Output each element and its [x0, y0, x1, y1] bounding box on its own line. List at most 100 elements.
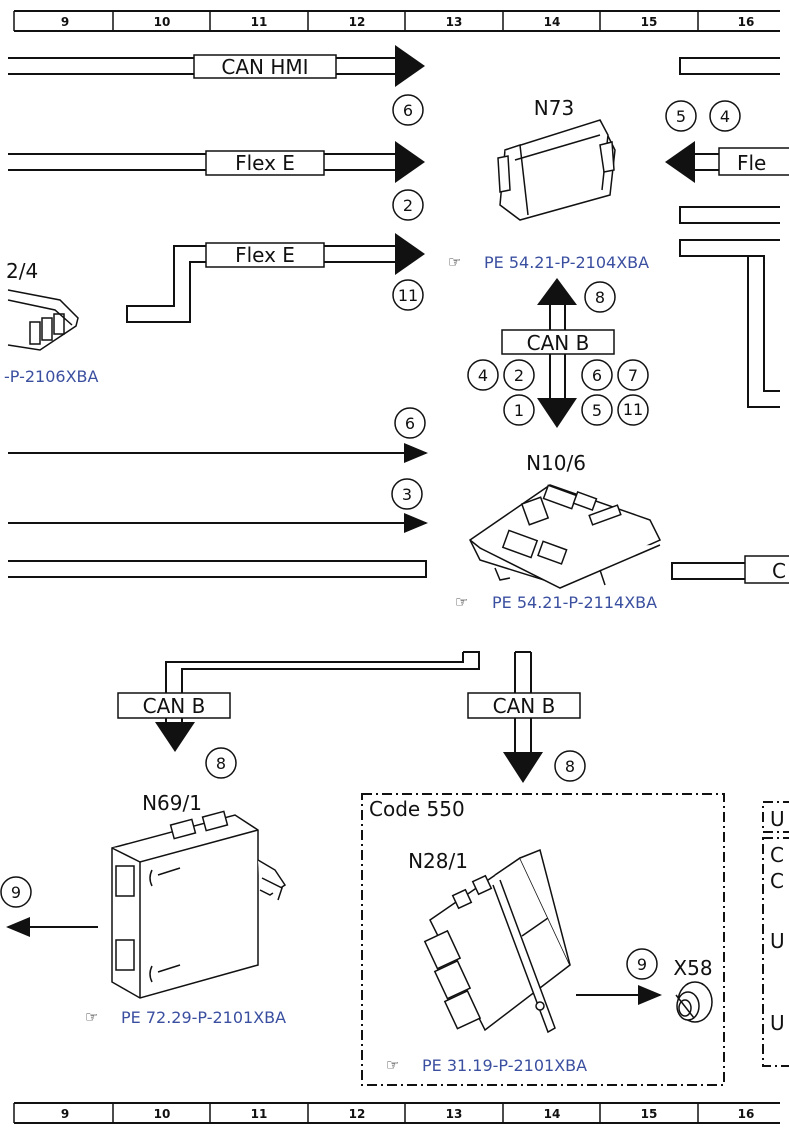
ruler-col-12: 12	[349, 15, 366, 29]
right-partial-box	[762, 837, 789, 1067]
circle-5-right	[581, 394, 613, 426]
bottom-ruler-col-13: 13	[446, 1107, 463, 1121]
circle-2-flex	[392, 189, 424, 221]
can-b-down-arrow	[537, 398, 577, 428]
right-bus-n10-6	[671, 562, 746, 580]
circle-11-flex-text: 11	[398, 286, 418, 305]
circle-1-left	[503, 394, 535, 426]
can-b-mid-label-box	[467, 692, 581, 719]
bottom-ruler-col-15: 15	[641, 1107, 658, 1121]
pointing-hand-icon-n73: ☞	[448, 253, 461, 271]
ruler-col-11: 11	[251, 15, 268, 29]
circle-7-right	[617, 359, 649, 391]
circle-8-can-b-mid	[554, 750, 586, 782]
right-partial-text-4: U	[770, 929, 785, 953]
bottom-ruler-col-12: 12	[349, 1107, 366, 1121]
flex-e-label-1: Flex E	[235, 151, 295, 175]
can-hmi-arrow	[395, 45, 425, 87]
left-bus-to-n10-6	[8, 560, 427, 578]
ruler-col-10: 10	[154, 15, 171, 29]
circle-11-flex	[392, 279, 424, 311]
circle-6-arrow	[394, 407, 426, 439]
can-b-left-label: CAN B	[143, 694, 206, 718]
circle-9-left-text: 9	[11, 883, 21, 902]
circle-3-arrow	[391, 478, 423, 510]
circle-6-can-hmi-text: 6	[403, 101, 413, 120]
n73-label: N73	[534, 96, 574, 120]
flex-right-label-box	[718, 147, 789, 176]
can-b-up-arrow	[537, 278, 577, 305]
code-550-label: Code 550	[369, 797, 465, 821]
circle-4-left-text: 4	[478, 366, 488, 385]
can-b-center-label-box	[501, 329, 615, 355]
can-b-left-bus	[165, 651, 480, 722]
right-partial-text-1: U	[770, 807, 785, 831]
right-partial-text-5: U	[770, 1011, 785, 1035]
circle-4-left	[467, 359, 499, 391]
circle-6-right-text: 6	[592, 366, 602, 385]
right-side-buses	[679, 206, 780, 408]
pointing-hand-icon-n28-1: ☞	[386, 1056, 399, 1074]
flex-e-bus-1	[8, 153, 398, 171]
circle-8-can-b-mid-text: 8	[565, 757, 575, 776]
ruler-col-13: 13	[446, 15, 463, 29]
ruler-col-14: 14	[544, 15, 561, 29]
flex-e-arrow-2	[395, 233, 425, 275]
can-b-center-label: CAN B	[527, 331, 590, 355]
circle-8-up	[584, 281, 616, 313]
right-partial-box-top	[762, 801, 789, 833]
flex-right-bus	[693, 153, 720, 171]
flex-e-label-2: Flex E	[235, 243, 295, 267]
circle-5-right-text: 5	[592, 401, 602, 420]
circle-9-left	[0, 876, 32, 908]
circle-5-top	[665, 100, 697, 132]
n69-1-component-icon	[111, 810, 287, 999]
n69-1-reference: PE 72.29-P-2101XBA	[121, 1008, 286, 1027]
circle-8-up-text: 8	[595, 288, 605, 307]
left-partial-label: 2/4	[6, 259, 38, 283]
can-b-mid-arrow	[503, 752, 543, 783]
n69-1-label: N69/1	[142, 791, 202, 815]
can-hmi-bus	[8, 57, 398, 75]
circle-11-right-text: 11	[623, 400, 643, 419]
bottom-ruler-col-9: 9	[61, 1107, 69, 1121]
n28-1-reference: PE 31.19-P-2101XBA	[422, 1056, 587, 1075]
bottom-ruler-col-11: 11	[251, 1107, 268, 1121]
circle-6-can-hmi	[392, 94, 424, 126]
circle-2-left	[503, 359, 535, 391]
n28-1-component-icon	[423, 848, 571, 1034]
circle-8-can-b-left	[205, 747, 237, 779]
code-550-box	[361, 793, 725, 1086]
left-partial-reference: -P-2106XBA	[4, 367, 99, 386]
x58-component-icon	[675, 981, 713, 1023]
ruler-col-16: 16	[738, 15, 755, 29]
bottom-ruler-col-10: 10	[154, 1107, 171, 1121]
circle-5-top-text: 5	[676, 107, 686, 126]
circle-6-arrow-text: 6	[405, 414, 415, 433]
can-b-left-arrow	[155, 722, 195, 752]
can-b-mid-label: CAN B	[493, 694, 556, 718]
right-partial-text-2: C	[770, 843, 784, 867]
n73-reference: PE 54.21-P-2104XBA	[484, 253, 649, 272]
n10-6-label: N10/6	[526, 451, 586, 475]
pointing-hand-icon-n69-1: ☞	[85, 1008, 98, 1026]
left-partial-component-icon	[7, 289, 79, 351]
circle-4-top-text: 4	[720, 107, 730, 126]
circle-2-left-text: 2	[514, 366, 524, 385]
ruler-col-9: 9	[61, 15, 69, 29]
top-ruler: 9 10 11 12 13 14 15 16	[13, 10, 780, 32]
flex-e-arrow-1	[395, 141, 425, 183]
circle-2-flex-text: 2	[403, 196, 413, 215]
bottom-ruler-col-16: 16	[738, 1107, 755, 1121]
flex-right-label: Fle	[737, 151, 766, 175]
circle-9-x58-text: 9	[637, 955, 647, 974]
x58-label: X58	[673, 956, 712, 980]
flex-e-bus-2	[126, 245, 398, 323]
can-b-left-label-box	[117, 692, 231, 719]
bottom-ruler: 9 10 11 12 13 14 15 16	[13, 1102, 780, 1124]
circle-11-right	[617, 394, 649, 426]
n73-component-icon	[497, 119, 616, 221]
n10-6-component-icon	[469, 484, 662, 589]
circle-6-right	[581, 359, 613, 391]
